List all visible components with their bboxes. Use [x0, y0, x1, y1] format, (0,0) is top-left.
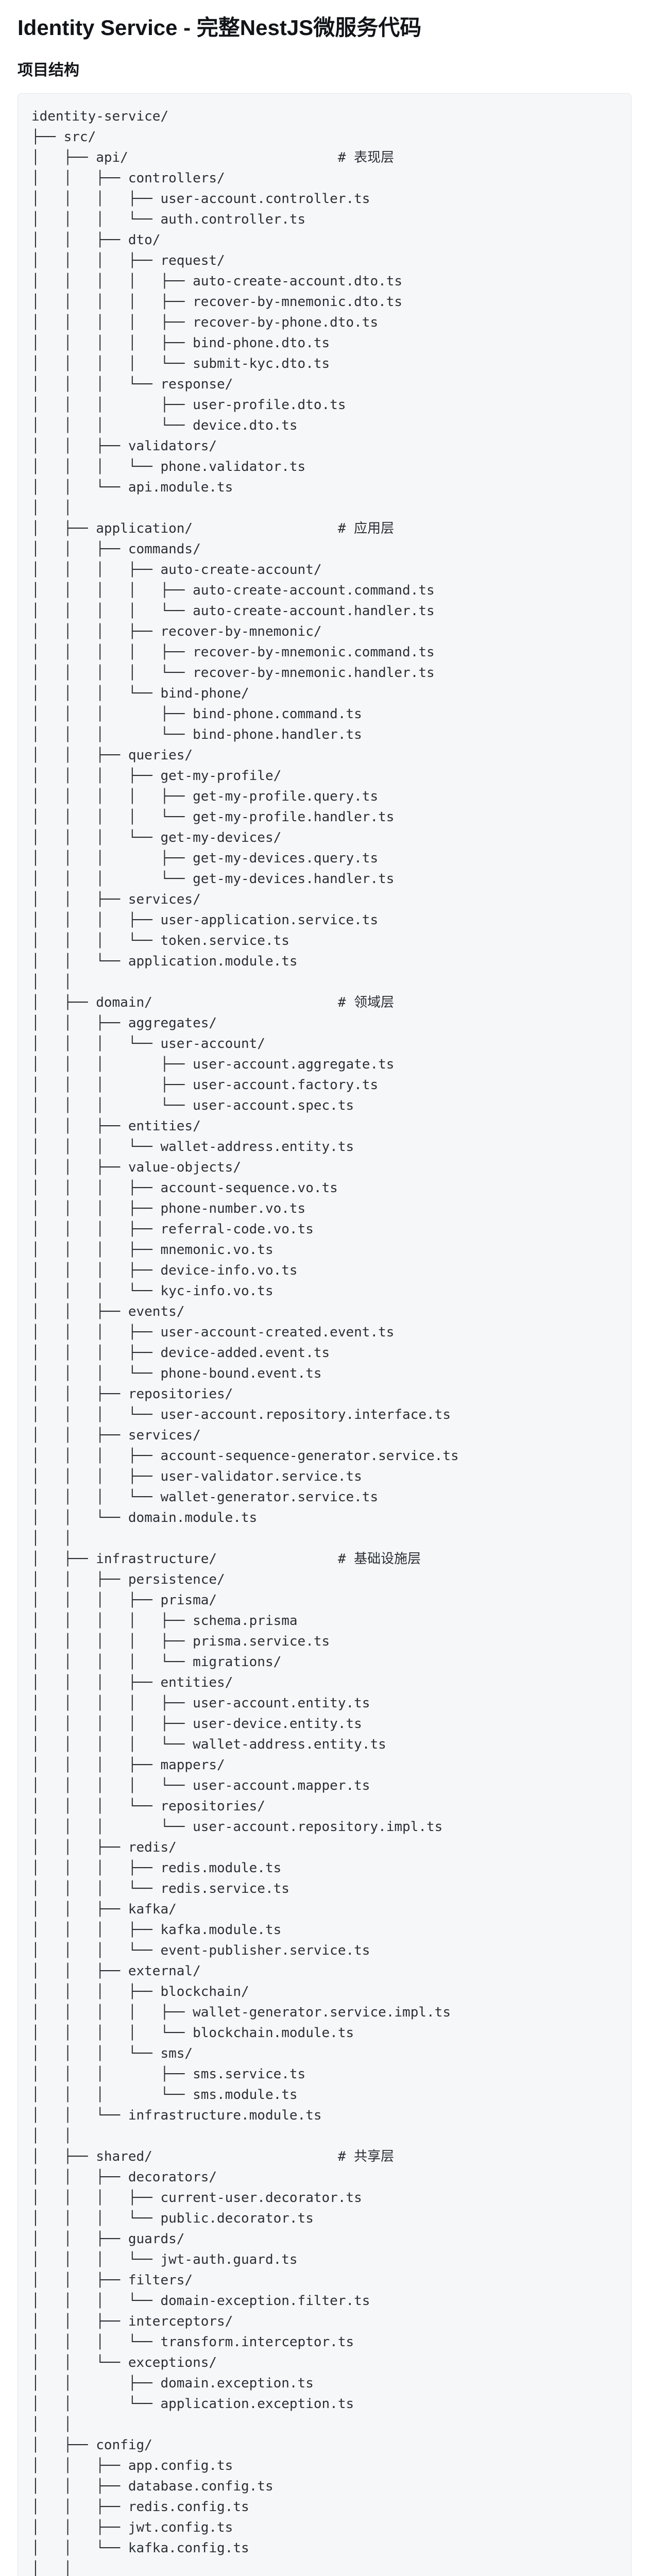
file-tree: identity-service/ ├── src/ │ ├── api/ # …	[31, 108, 459, 2576]
section-heading-project-structure: 项目结构	[18, 61, 79, 79]
code-block: identity-service/ ├── src/ │ ├── api/ # …	[18, 93, 631, 2576]
page-title: Identity Service - 完整NestJS微服务代码	[18, 15, 422, 40]
